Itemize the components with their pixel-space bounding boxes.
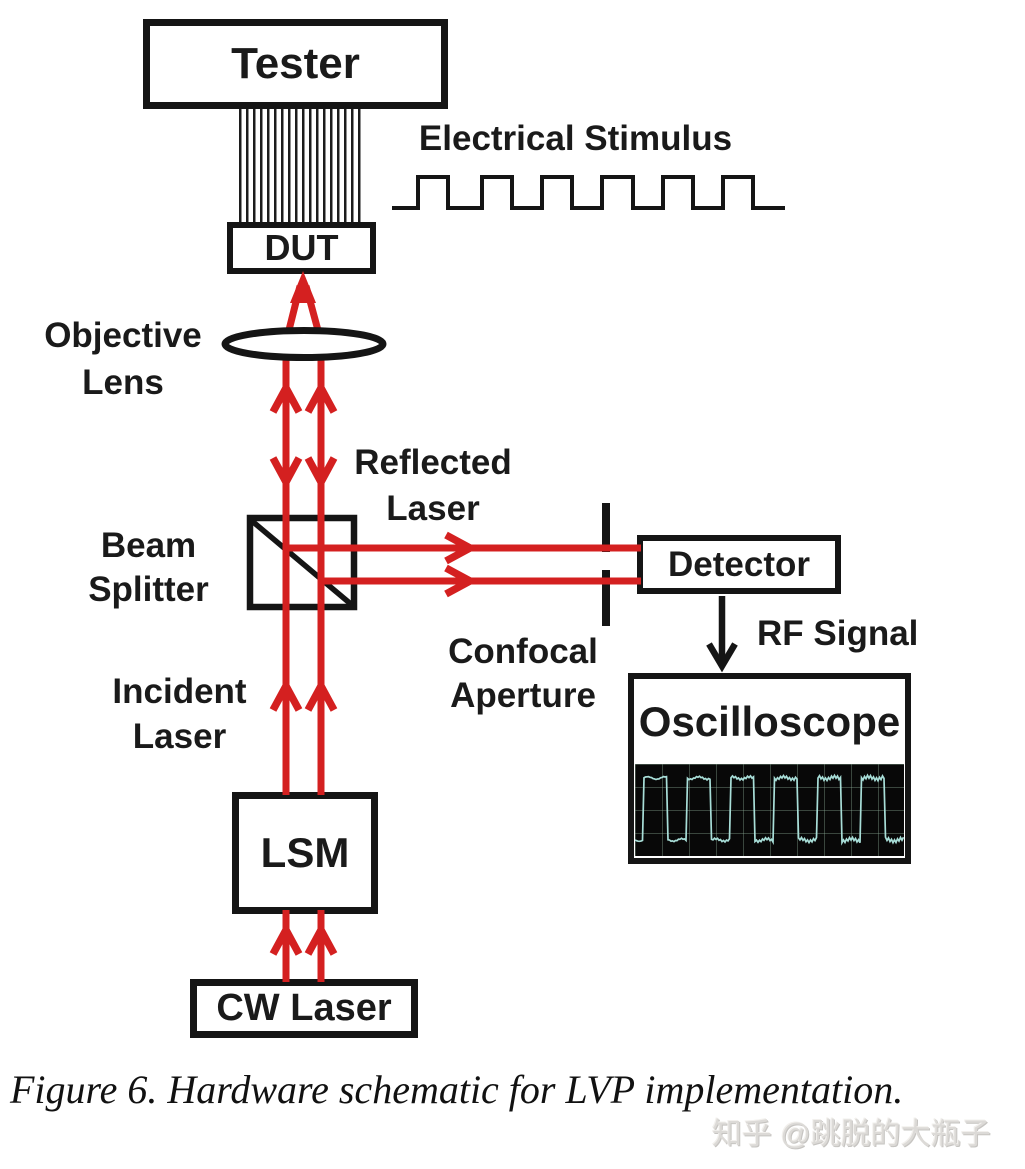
down-arrow xyxy=(269,456,303,490)
rf-signal-arrow xyxy=(706,596,738,673)
figure-caption: Figure 6. Hardware schematic for LVP imp… xyxy=(10,1067,904,1112)
tester-label: Tester xyxy=(231,39,360,88)
beam-splitter-label: Beam Splitter xyxy=(88,526,209,609)
lsm-box: LSM xyxy=(232,792,378,914)
reflected-laser-label: Reflected Laser xyxy=(354,443,512,528)
confocal-aperture-label: Confocal Aperture xyxy=(448,632,598,715)
incident-laser-label: Incident Laser xyxy=(112,672,247,756)
cw-laser-label: CW Laser xyxy=(216,987,392,1029)
focus-leg-left xyxy=(284,285,304,335)
down-arrow xyxy=(304,456,338,490)
beam-splitter-cube xyxy=(246,514,358,611)
detector-box: Detector xyxy=(637,535,841,594)
up-arrow xyxy=(304,922,338,956)
beam-splitter-diagonal xyxy=(250,518,354,608)
oscilloscope-box: Oscilloscope xyxy=(628,673,911,864)
rf-signal-label: RF Signal xyxy=(757,614,919,653)
objective-lens-label: Objective Lens xyxy=(44,316,202,402)
watermark-text: 知乎 @跳脱的大瓶子 xyxy=(712,1118,991,1151)
lsm-label: LSM xyxy=(260,829,350,876)
oscilloscope-label: Oscilloscope xyxy=(638,698,901,745)
dut-box: DUT xyxy=(227,222,376,274)
up-arrow xyxy=(304,380,338,414)
electrical-stimulus-label: Electrical Stimulus xyxy=(418,119,733,158)
oscilloscope-screen xyxy=(635,764,904,856)
up-arrow xyxy=(304,678,338,712)
up-arrow xyxy=(269,678,303,712)
cw-laser-box: CW Laser xyxy=(190,979,418,1038)
up-arrow xyxy=(269,922,303,956)
oscilloscope-square-wave xyxy=(635,773,904,846)
tester-box: Tester xyxy=(143,19,448,109)
right-arrow xyxy=(444,564,478,598)
detector-label: Detector xyxy=(668,544,810,584)
electrical-stimulus-waveform xyxy=(392,175,785,210)
dut-label: DUT xyxy=(264,227,339,268)
oscilloscope-trace xyxy=(635,773,904,846)
objective-lens xyxy=(221,327,387,361)
focus-leg-right xyxy=(302,285,323,335)
right-arrow xyxy=(444,531,478,565)
up-arrow xyxy=(269,380,303,414)
focus-arrowhead xyxy=(290,271,316,303)
tester-dut-bus-lines xyxy=(239,106,361,224)
